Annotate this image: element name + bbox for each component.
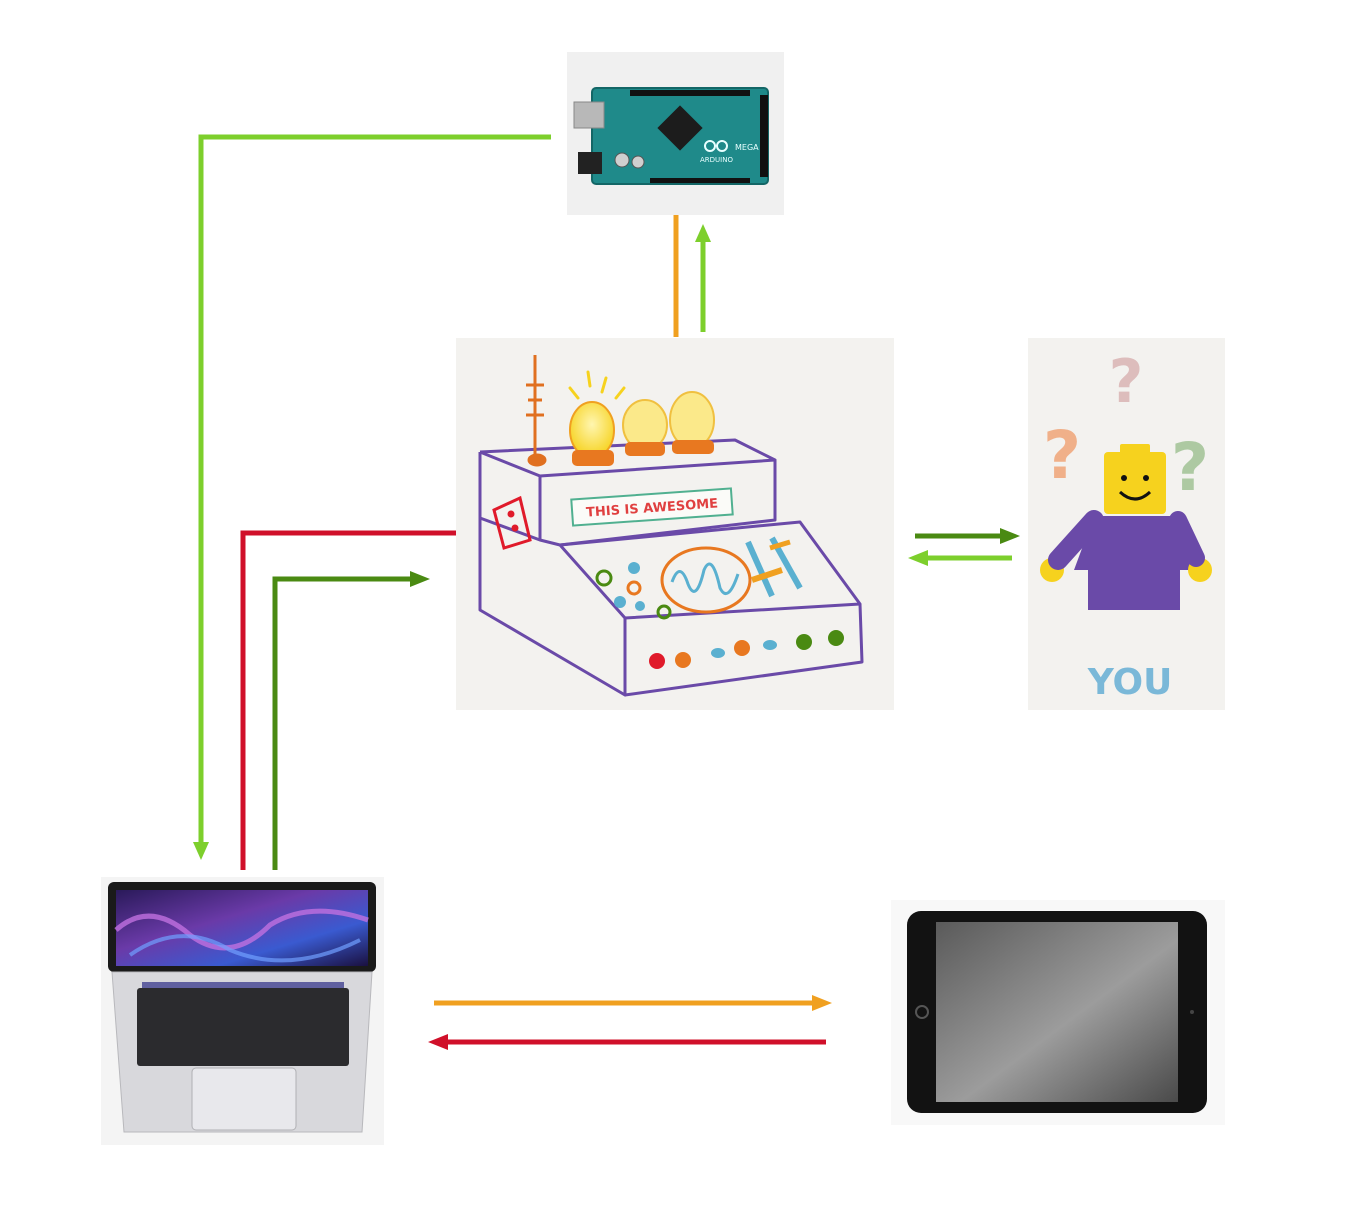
arrowhead-icon bbox=[1000, 528, 1020, 544]
arduino-model-text: MEGA bbox=[735, 143, 759, 152]
arrowhead-icon bbox=[428, 1034, 448, 1050]
power-jack-icon bbox=[578, 152, 602, 174]
light-bulb-icon bbox=[669, 391, 715, 454]
figure-head bbox=[1104, 452, 1166, 514]
arrow-tablet-to-laptop bbox=[428, 1034, 826, 1050]
arduino-board-text: ARDUINO bbox=[700, 156, 733, 164]
header-pins bbox=[760, 95, 768, 177]
usb-port-icon bbox=[573, 101, 605, 129]
tablet-node bbox=[891, 900, 1225, 1125]
arrow-line bbox=[240, 530, 456, 870]
arrow-user-to-console bbox=[908, 550, 1012, 566]
touch-bar bbox=[142, 982, 344, 988]
figure-arm bbox=[1169, 511, 1205, 567]
arrow-laptop-to-tablet bbox=[434, 995, 832, 1011]
capacitor-icon bbox=[614, 152, 630, 168]
figure-head-stud bbox=[1120, 444, 1150, 454]
figure-smile bbox=[1118, 490, 1152, 501]
light-rays bbox=[568, 370, 626, 400]
console-panel bbox=[456, 338, 894, 710]
slider-icon bbox=[745, 536, 803, 598]
screen-wave bbox=[128, 934, 361, 963]
infinity-logo-icon bbox=[704, 140, 728, 152]
capacitor-icon bbox=[631, 155, 645, 169]
arrowhead-icon bbox=[193, 842, 209, 860]
user-label: YOU bbox=[1087, 662, 1173, 703]
console-label-plate bbox=[570, 487, 734, 527]
screen-wave bbox=[114, 908, 369, 951]
header-pins-bottom bbox=[650, 178, 750, 183]
oscilloscope-icon bbox=[660, 546, 752, 614]
keyboard bbox=[137, 988, 349, 1066]
console-drawing bbox=[478, 438, 864, 697]
console-buttons bbox=[649, 630, 844, 669]
arrowhead-icon bbox=[695, 224, 711, 242]
console-knobs bbox=[595, 562, 672, 620]
figure-arm bbox=[1048, 510, 1104, 570]
antenna-icon bbox=[526, 355, 547, 467]
trackpad bbox=[191, 1067, 297, 1131]
tablet-camera-icon bbox=[1190, 1010, 1194, 1014]
socket-icon bbox=[492, 495, 532, 550]
question-mark-icon: ? bbox=[1043, 417, 1081, 494]
tablet-screen bbox=[936, 922, 1178, 1102]
figure-body bbox=[1074, 516, 1196, 610]
arrowhead-icon bbox=[908, 550, 928, 566]
arrowhead-icon bbox=[410, 571, 430, 587]
laptop-node bbox=[101, 877, 384, 1145]
arrow-line bbox=[198, 134, 551, 842]
connections bbox=[193, 134, 1020, 1050]
arrow-console-to-laptop bbox=[240, 530, 456, 870]
arduino-node: ARDUINO MEGA bbox=[567, 52, 784, 215]
light-bulb-icon bbox=[569, 401, 615, 466]
question-mark-icon: ? bbox=[1171, 429, 1209, 506]
light-bulb-icon bbox=[622, 399, 668, 456]
header-pins-top bbox=[630, 90, 750, 96]
arrow-line bbox=[272, 576, 410, 870]
arrow-laptop-to-console bbox=[272, 571, 430, 870]
arrowhead-icon bbox=[812, 995, 832, 1011]
arrow-arduino-to-laptop bbox=[193, 134, 551, 860]
figure-eye bbox=[1143, 475, 1149, 481]
user-node: ? ? ? YOU bbox=[1028, 338, 1225, 710]
console-node: THIS IS AWESOME bbox=[456, 338, 894, 710]
question-mark-icon: ? bbox=[1109, 347, 1144, 417]
arrow-console-to-arduino-green bbox=[695, 224, 711, 332]
figure-eye bbox=[1121, 475, 1127, 481]
home-button-icon bbox=[915, 1005, 929, 1019]
arrow-console-to-user bbox=[915, 528, 1020, 544]
